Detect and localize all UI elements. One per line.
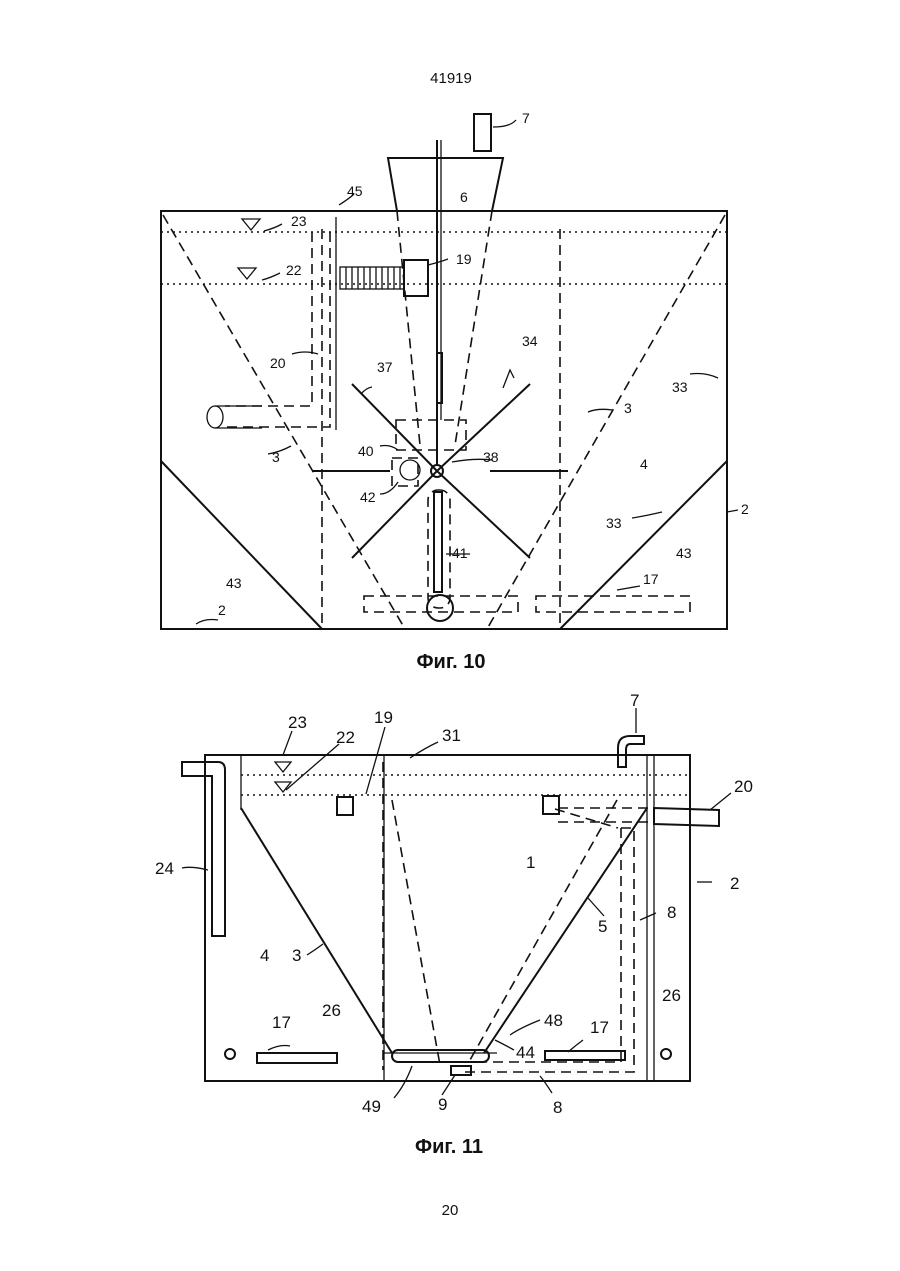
label-3-11: 3 [292, 946, 301, 965]
label-44: 44 [516, 1043, 535, 1062]
label-8-lower: 8 [553, 1098, 562, 1117]
figure-10-drawing: 7 6 45 23 22 19 20 37 34 3 3 33 33 4 40 … [0, 0, 900, 700]
pipe-20-end [207, 406, 223, 428]
label-49: 49 [362, 1097, 381, 1116]
label-7: 7 [522, 110, 530, 126]
label-33-lower: 33 [606, 515, 622, 531]
pipe-20 [225, 232, 312, 406]
hub-circle-42 [400, 460, 420, 480]
channel-8 [460, 828, 634, 1072]
block-19-left [337, 797, 353, 815]
level-marker-22 [238, 268, 256, 279]
figure-10-caption: Фиг. 10 [351, 651, 551, 674]
label-6: 6 [460, 189, 468, 205]
label-22-11: 22 [336, 728, 355, 747]
label-20-11: 20 [734, 777, 753, 796]
hopper-wall-right [484, 808, 647, 1053]
label-19: 19 [456, 251, 472, 267]
outlet-9 [451, 1066, 471, 1075]
label-26-right: 26 [662, 986, 681, 1005]
label-19-11: 19 [374, 708, 393, 727]
label-31: 31 [442, 726, 461, 745]
feed-funnel [388, 158, 503, 211]
label-41: 41 [452, 545, 468, 561]
label-17: 17 [643, 571, 659, 587]
tank-outline-11 [205, 755, 690, 1081]
pipe-24 [182, 762, 225, 936]
label-23-11: 23 [288, 713, 307, 732]
label-8-upper: 8 [667, 903, 676, 922]
aerator-17-right [536, 596, 690, 612]
label-43-left: 43 [226, 575, 242, 591]
label-23: 23 [291, 213, 307, 229]
aerator-17-left [364, 596, 518, 612]
block-19-right [543, 796, 559, 814]
label-5: 5 [598, 917, 607, 936]
label-17-left: 17 [272, 1013, 291, 1032]
figure-11-caption: Фиг. 11 [349, 1136, 549, 1159]
label-2-right: 2 [741, 501, 749, 517]
pipe-20-11 [654, 808, 719, 826]
label-45: 45 [347, 183, 363, 199]
pipe-7 [618, 736, 644, 767]
label-48: 48 [544, 1011, 563, 1030]
cone-line-left [163, 215, 405, 629]
pipe-41 [434, 492, 442, 592]
label-37: 37 [377, 359, 393, 375]
aerator-17-right-11 [545, 1051, 625, 1060]
left-hopper-slope [161, 461, 322, 629]
label-4-11: 4 [260, 946, 269, 965]
label-20: 20 [270, 355, 286, 371]
label-3-right: 3 [624, 400, 632, 416]
label-22: 22 [286, 262, 302, 278]
label-2-left: 2 [218, 602, 226, 618]
rotor-arms [312, 384, 568, 558]
level-marker-23 [242, 219, 260, 230]
label-2-11: 2 [730, 874, 739, 893]
label-42: 42 [360, 489, 376, 505]
label-38: 38 [483, 449, 499, 465]
label-40: 40 [358, 443, 374, 459]
label-24: 24 [155, 859, 174, 878]
label-34: 34 [522, 333, 538, 349]
label-33-upper: 33 [672, 379, 688, 395]
bottom-bar-49 [392, 1050, 489, 1062]
label-3-left: 3 [272, 449, 280, 465]
label-17-right: 17 [590, 1018, 609, 1037]
label-1: 1 [526, 853, 535, 872]
label-26-left: 26 [322, 1001, 341, 1020]
aerator-17-left-11 [257, 1053, 337, 1063]
inlet-pipe [474, 114, 491, 151]
right-hopper-slope [560, 461, 727, 629]
label-9: 9 [438, 1095, 447, 1114]
block-19 [404, 260, 428, 296]
label-43-right: 43 [676, 545, 692, 561]
cone-line-right [487, 215, 725, 629]
page-number: 20 [390, 1202, 510, 1219]
label-4: 4 [640, 456, 648, 472]
hopper-wall-left [241, 808, 392, 1053]
